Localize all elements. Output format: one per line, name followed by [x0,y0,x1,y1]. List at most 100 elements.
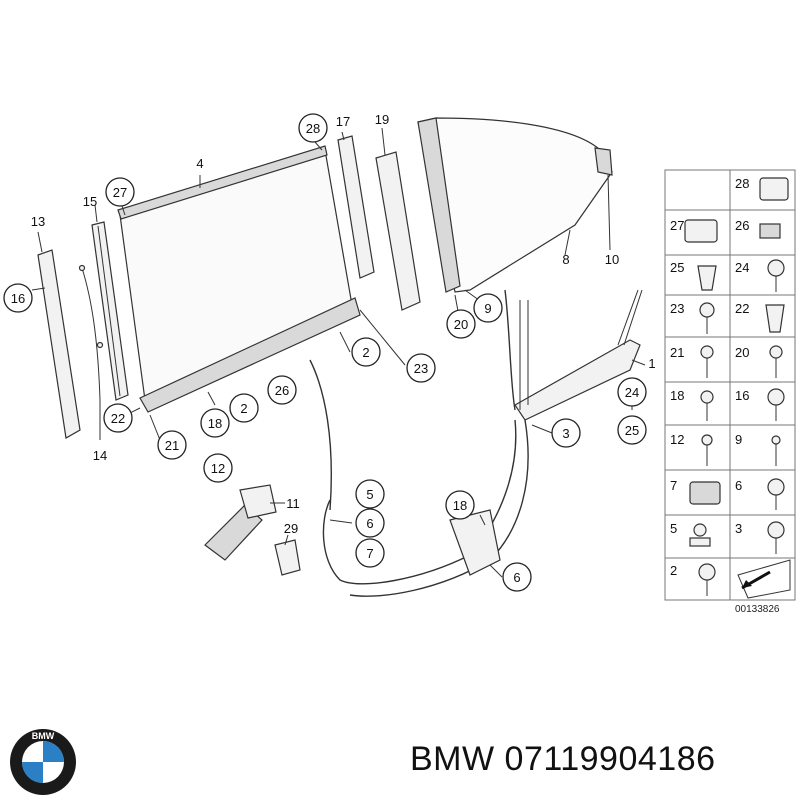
window-motor-11 [204,484,285,561]
label-8: 8 [562,252,569,267]
callout-22: 22 [103,403,133,433]
part-number: BMW 07119904186 [410,740,716,778]
callout-6-b: 6 [502,562,532,592]
label-17: 17 [336,114,350,129]
svg-text:00133826: 00133826 [735,604,780,615]
bracket-18b [449,509,501,576]
seal-strip-15 [91,221,129,401]
svg-text:23: 23 [670,301,684,316]
screw-24-icon [767,259,785,277]
svg-text:12: 12 [670,432,684,447]
clip-5-base-icon [689,537,711,547]
label-10: 10 [605,252,619,267]
callout-7: 7 [355,538,385,568]
svg-text:BMW: BMW [32,731,55,741]
svg-text:21: 21 [670,345,684,360]
screw-2-icon [698,563,716,581]
svg-text:9: 9 [735,432,742,447]
label-14: 14 [93,448,107,463]
screw-18-icon [700,390,714,404]
svg-text:23: 23 [414,361,428,376]
callout-9: 9 [473,293,503,323]
clip-28-icon [759,177,789,201]
bmw-logo: BMW [10,729,76,795]
rivet-25-icon [697,265,717,291]
svg-text:25: 25 [625,423,639,438]
svg-text:22: 22 [111,411,125,426]
screw-16-icon [767,388,785,406]
svg-text:24: 24 [625,385,639,400]
svg-text:18: 18 [453,498,467,513]
strip-17 [337,135,375,279]
callout-28: 28 [298,113,328,143]
svg-text:28: 28 [306,121,320,136]
svg-text:3: 3 [735,521,742,536]
screw-23-icon [699,302,715,318]
svg-text:12: 12 [211,461,225,476]
svg-text:6: 6 [735,478,742,493]
callout-2-b: 2 [351,337,381,367]
svg-text:2: 2 [240,401,247,416]
clip-5-icon [693,523,707,537]
side-window-8 [417,117,613,293]
svg-text:22: 22 [735,301,749,316]
svg-text:27: 27 [670,218,684,233]
svg-text:7: 7 [366,546,373,561]
callout-26: 26 [267,375,297,405]
svg-text:5: 5 [366,487,373,502]
direction-arrow-icon [737,559,791,599]
svg-text:24: 24 [735,260,749,275]
callout-21: 21 [157,430,187,460]
screw-3-icon [767,521,785,539]
callout-23: 23 [406,353,436,383]
svg-text:27: 27 [113,185,127,200]
callout-27: 27 [105,177,135,207]
svg-text:28: 28 [735,176,749,191]
bolt-9-icon [771,435,781,445]
label-4: 4 [196,156,203,171]
svg-text:26: 26 [275,383,289,398]
svg-text:6: 6 [513,570,520,585]
svg-text:16: 16 [735,388,749,403]
clip-26-icon [759,223,781,239]
nut-22-icon [765,304,785,333]
clip-27-icon [684,219,718,243]
callout-18: 18 [200,408,230,438]
callout-16: 16 [3,283,33,313]
svg-text:3: 3 [562,426,569,441]
label-1: 1 [648,356,655,371]
legend-fasteners [684,177,791,599]
bracket-29 [274,539,301,576]
callout-18-b: 18 [445,490,475,520]
label-19: 19 [375,112,389,127]
svg-text:2: 2 [670,563,677,578]
screw-21-icon [700,345,714,359]
svg-text:6: 6 [366,516,373,531]
svg-text:18: 18 [208,416,222,431]
svg-text:20: 20 [735,345,749,360]
window-regulator-1 [514,289,643,421]
trim-strip-13 [37,249,81,439]
callout-2-a: 2 [229,393,259,423]
svg-text:26: 26 [735,218,749,233]
callout-25: 25 [617,415,647,445]
roller-blind-4 [117,145,361,413]
svg-text:7: 7 [670,478,677,493]
callout-24: 24 [617,377,647,407]
svg-text:20: 20 [454,317,468,332]
callout-20: 20 [446,309,476,339]
label-11: 11 [286,496,300,511]
svg-text:9: 9 [484,301,491,316]
callout-5: 5 [355,479,385,509]
label-29: 29 [284,521,298,536]
label-13: 13 [31,214,45,229]
svg-text:18: 18 [670,388,684,403]
svg-text:5: 5 [670,521,677,536]
guide-wire-14 [78,264,104,401]
strip-19 [375,151,421,311]
fastener-legend-grid [664,169,796,601]
callout-3: 3 [551,418,581,448]
legend-labels: 28 27 26 25 24 23 22 21 20 18 16 12 9 7 … [670,176,780,615]
screw-20-icon [769,345,783,359]
